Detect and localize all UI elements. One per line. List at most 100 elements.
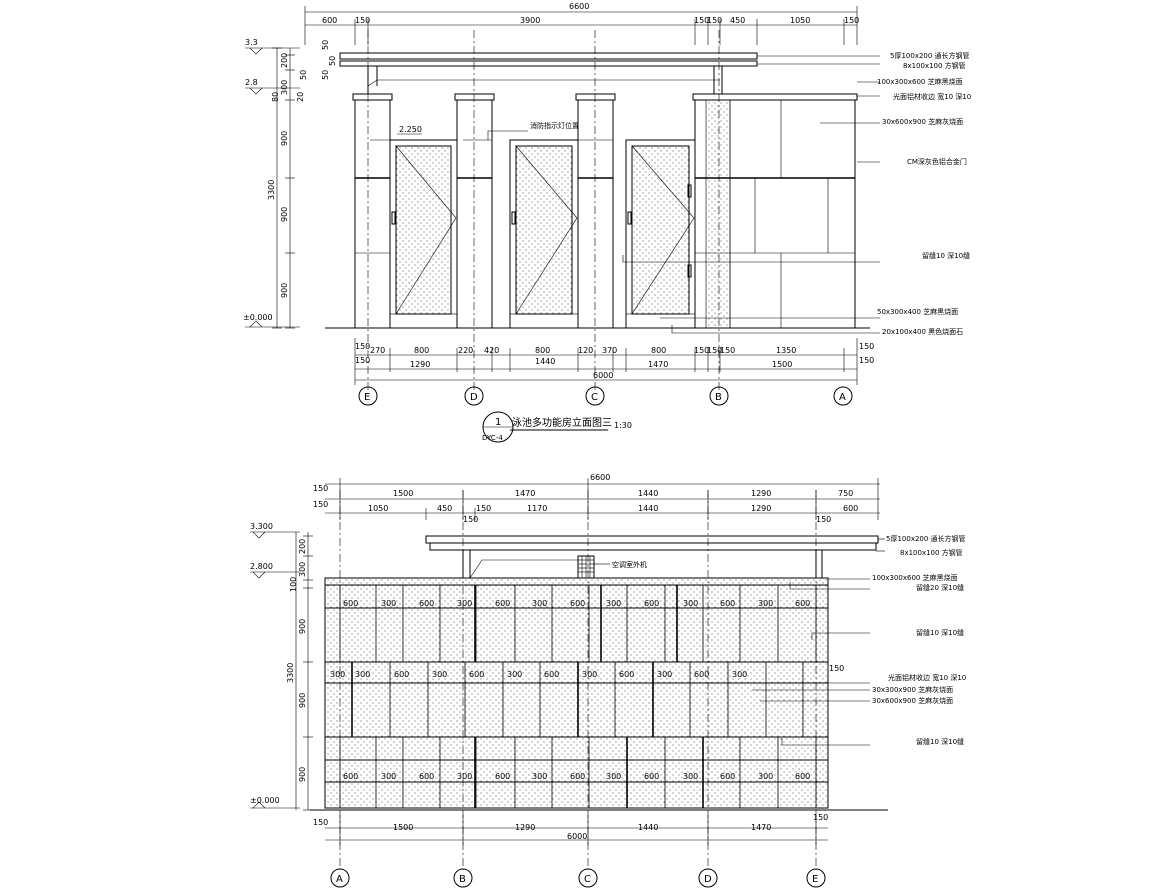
e1-title: 泳池多功能房立面图三 [512, 416, 612, 429]
e1-level-0: ±0.000 [243, 313, 273, 322]
e2-ann-7: 光面铝材收边 宽10 深10 [888, 673, 966, 682]
e1-bdim2-4: 1500 [772, 360, 792, 369]
e2-tdim-1500: 1500 [393, 489, 413, 498]
e1-ldim-80: 80 [271, 92, 280, 102]
e2-tdim2-1290: 1290 [751, 504, 771, 513]
e1-bdim-11: 150 [720, 346, 735, 355]
e2-axis-bubbles: A B C D E [330, 868, 826, 888]
e1-mark-number: 1 [495, 417, 501, 428]
e1-wall-panels [355, 100, 855, 328]
e2-top-total: 6600 [590, 473, 610, 482]
elevation-1-top-dimensions: 6600 600 150 3900 150 150 450 1050 150 [304, 2, 859, 45]
e2-r3-11: 300 [758, 772, 773, 781]
e2-r2-7: 300 [582, 670, 597, 679]
e2-r1-1: 300 [381, 599, 396, 608]
e2-tdim2-600: 600 [843, 504, 858, 513]
e2-r2-8: 600 [619, 670, 634, 679]
e2-r2-6: 600 [544, 670, 559, 679]
e1-axis-bubbles: E D C B A [358, 386, 853, 406]
e2-r2-11: 300 [732, 670, 747, 679]
e2-ldim-200: 200 [298, 539, 307, 554]
e1-ldim-3300: 3300 [267, 180, 276, 200]
e2-r1-11: 300 [758, 599, 773, 608]
e1-bdim-6: 120 [578, 346, 593, 355]
e1-bottom-total: 6000 [593, 371, 613, 380]
e1-level-3.3: 3.3 [245, 38, 258, 47]
e2-bdim-2: 1290 [515, 823, 535, 832]
e1-axis-E: E [364, 392, 370, 403]
e1-axis-lines [367, 30, 720, 390]
e1-dim-3900: 3900 [520, 16, 540, 25]
e1-ann-8: 50x300x400 芝麻黑烧面 [877, 307, 958, 316]
e2-bdim-0: 150 [313, 818, 328, 827]
e1-dim-150b: 150 [694, 16, 709, 25]
e2-r3-10: 600 [720, 772, 735, 781]
e1-title-block: 1 DYC-4 泳池多功能房立面图三 1:30 [482, 411, 632, 443]
e1-dim-150d: 150 [844, 16, 859, 25]
e1-ldim-200: 200 [280, 53, 289, 68]
e2-r3-9: 300 [683, 772, 698, 781]
e2-bdim-5: 150 [813, 813, 828, 822]
e2-r3-6: 600 [570, 772, 585, 781]
e2-ann-4: 100x300x600 芝麻黑烧面 [872, 573, 958, 582]
e1-bdim-10: 150 [707, 346, 722, 355]
e1-ldim-50a: 50 [321, 40, 330, 50]
e1-ann-6: CM深灰色铝合金门 [907, 157, 967, 166]
e2-r2-1: 300 [355, 670, 370, 679]
e2-level-3300: 3.300 [250, 522, 273, 531]
e2-r2-9: 300 [657, 670, 672, 679]
e1-axis-A: A [839, 392, 846, 403]
e2-bdim-1: 1500 [393, 823, 413, 832]
e1-door-note: 消防指示灯位置 [530, 121, 579, 130]
e2-r2-10: 600 [694, 670, 709, 679]
e1-bdim-8: 800 [651, 346, 666, 355]
e1-top-total: 6600 [569, 2, 589, 11]
e1-ldim-900a: 900 [280, 131, 289, 146]
e2-canopy [425, 535, 879, 579]
elevation-1-left-dimensions: 200 300 900 900 900 3300 50 50 50 50 80 … [267, 40, 337, 329]
e2-r3-3: 300 [457, 772, 472, 781]
e2-wall-body [324, 577, 829, 809]
e2-bdim-4: 1470 [751, 823, 771, 832]
e2-r2-4: 600 [469, 670, 484, 679]
e2-tdim2-1440: 1440 [638, 504, 658, 513]
e1-ldim-300: 300 [280, 80, 289, 95]
e1-bdim-13: 150 [859, 342, 874, 351]
e1-axis-C: C [591, 392, 598, 403]
e2-tdim-750: 750 [838, 489, 853, 498]
e2-r3-2: 600 [419, 772, 434, 781]
e2-r1-0: 600 [343, 599, 358, 608]
e2-r1-9: 300 [683, 599, 698, 608]
e2-ldim-900b: 900 [298, 693, 307, 708]
e2-ldim-300: 300 [298, 562, 307, 577]
elevation-1: 6600 600 150 3900 150 150 450 1050 150 [243, 2, 971, 443]
e1-bdim-4: 420 [484, 346, 499, 355]
e1-axis-D: D [470, 392, 478, 403]
e2-ann-5: 留缝20 深10缝 [916, 583, 964, 592]
e1-dim-150c: 150 [707, 16, 722, 25]
e2-tdim-small-b: 150 [816, 515, 831, 524]
e2-r3-7: 300 [606, 772, 621, 781]
e2-ann-3: 空调室外机 [612, 560, 647, 569]
e1-ann-3: 100x300x600 芝麻黑烧面 [877, 77, 963, 86]
e2-level-2800: 2.800 [250, 562, 273, 571]
e2-r1-5: 300 [532, 599, 547, 608]
e2-tdim-1470: 1470 [515, 489, 535, 498]
e2-axis-A: A [336, 874, 343, 885]
e2-ldim-3300: 3300 [286, 663, 295, 683]
e2-ann-8: 30x300x900 芝麻灰烧面 [872, 685, 953, 694]
elevation-2-top-dimensions: 6600 150 1500 1470 1440 1290 750 150 105… [313, 473, 880, 524]
e2-axis-D: D [704, 874, 712, 885]
e1-ldim-900c: 900 [280, 283, 289, 298]
e2-tdim-1440: 1440 [638, 489, 658, 498]
e1-canopy [339, 52, 758, 94]
e2-r2-12: 150 [829, 664, 844, 673]
e1-ann-7: 留缝10 深10缝 [922, 251, 970, 260]
e1-ldim-20: 20 [296, 92, 305, 102]
elevation-2-level-markers: 3.300 2.800 ±0.000 [250, 522, 300, 809]
e2-r1-3: 300 [457, 599, 472, 608]
e1-ann-9: 20x100x400 黑色烧面石 [882, 327, 963, 336]
e2-r3-8: 600 [644, 772, 659, 781]
e1-dim-1050: 1050 [790, 16, 810, 25]
e2-level-0: ±0.000 [250, 796, 280, 805]
